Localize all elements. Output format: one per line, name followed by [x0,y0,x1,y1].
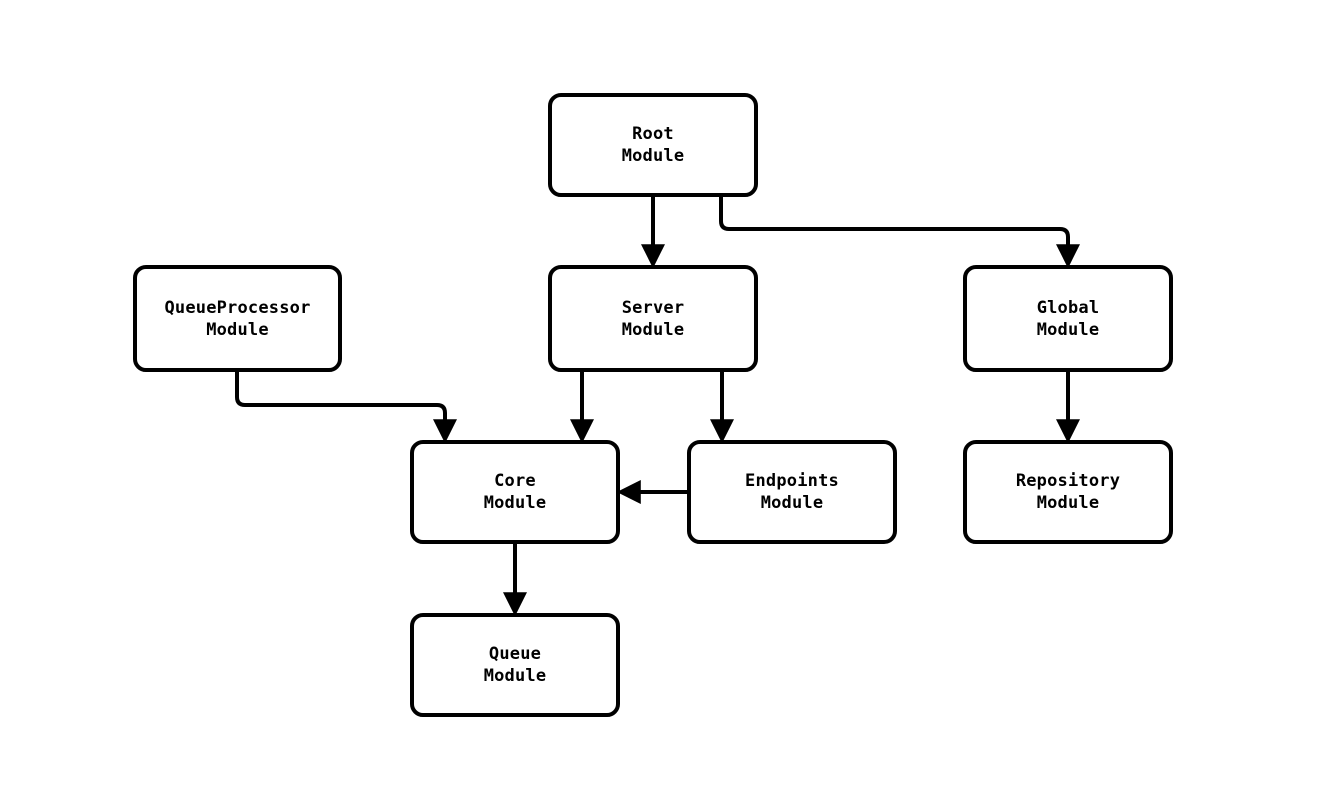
edge-root-to-global [719,197,1080,269]
node-queue-module-label: Queue Module [483,644,547,686]
node-server-module[interactable]: Server Module [548,265,758,372]
edge-queueprocessor-to-core [235,372,457,444]
node-endpoints-module-label: Endpoints Module [745,471,839,513]
node-repository-module-label: Repository Module [1015,471,1121,513]
node-core-module-label: Core Module [483,471,547,513]
node-server-module-label: Server Module [621,297,685,340]
node-endpoints-module[interactable]: Endpoints Module [687,440,897,544]
node-queueprocessor-module-label: QueueProcessor Module [164,297,311,340]
node-global-module-label: Global Module [1036,297,1100,340]
node-root-module[interactable]: Root Module [548,93,758,197]
node-queue-module[interactable]: Queue Module [410,613,620,717]
node-repository-module[interactable]: Repository Module [963,440,1173,544]
node-queueprocessor-module[interactable]: QueueProcessor Module [133,265,342,372]
node-global-module[interactable]: Global Module [963,265,1173,372]
node-core-module[interactable]: Core Module [410,440,620,544]
node-root-module-label: Root Module [621,124,685,166]
